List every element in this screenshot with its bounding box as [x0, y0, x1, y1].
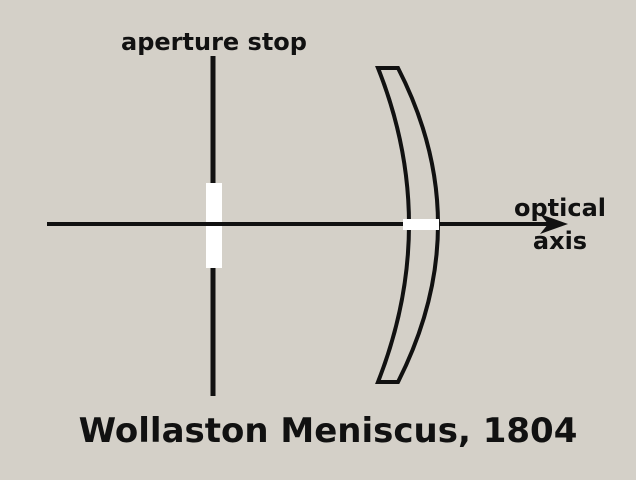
- aperture-stop-label: aperture stop: [121, 28, 307, 56]
- optical-axis-arrowhead: [540, 214, 568, 234]
- optical-axis-label-line2: axis: [533, 227, 587, 255]
- lens-axis-highlight: [403, 219, 439, 230]
- diagram-title: Wollaston Meniscus, 1804: [79, 411, 578, 451]
- optical-axis-label-line1: optical: [514, 194, 606, 222]
- meniscus-lens: [375, 66, 440, 384]
